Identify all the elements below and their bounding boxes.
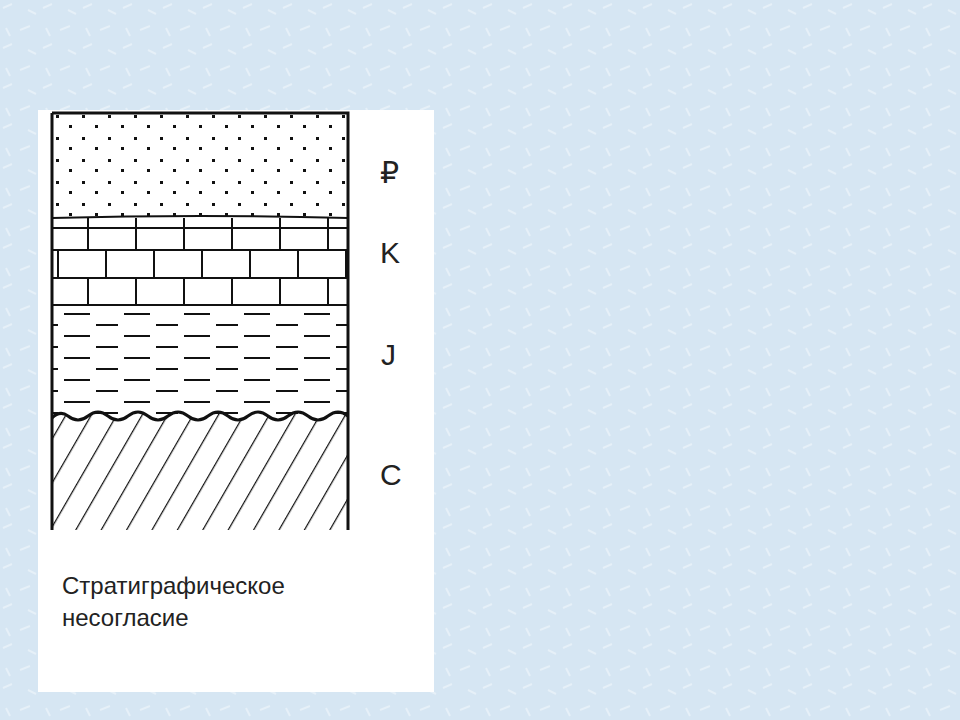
unconformity-line xyxy=(52,412,348,420)
column-outline xyxy=(52,113,348,530)
hatched-layer xyxy=(52,405,348,530)
layer-index: C xyxy=(380,460,402,490)
caption: Стратиграфическое несогласие xyxy=(62,570,402,635)
layer-index: J xyxy=(381,340,396,370)
limestone-layer xyxy=(52,218,348,305)
layer-index: ₽ xyxy=(380,158,399,188)
sand-layer xyxy=(52,113,348,218)
clay-layer xyxy=(52,305,348,415)
layer-index: K xyxy=(380,238,400,268)
panel xyxy=(38,110,434,692)
layer-boundary xyxy=(52,216,348,218)
